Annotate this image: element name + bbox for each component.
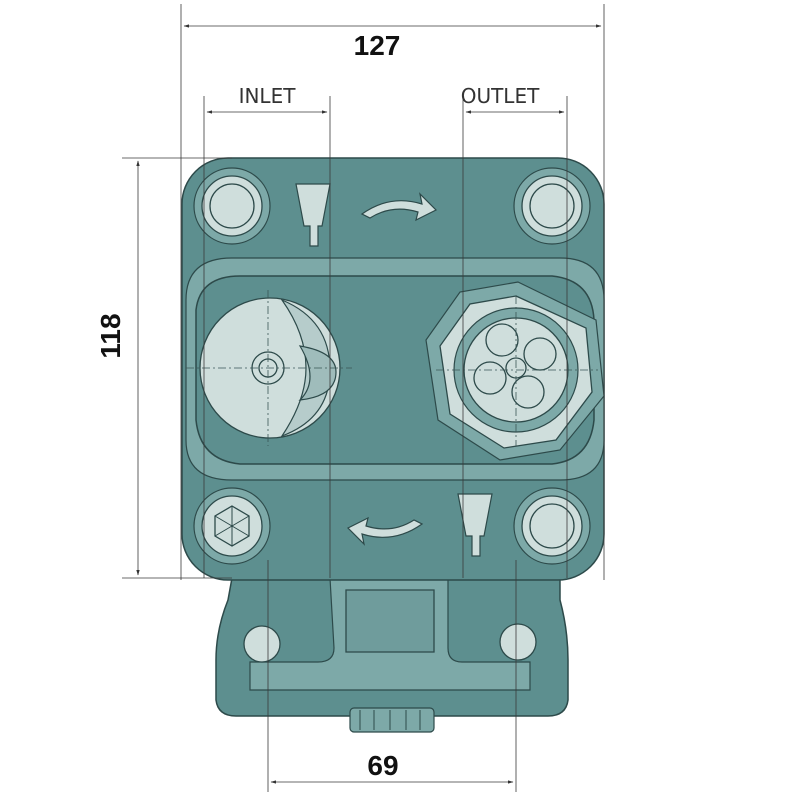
outlet-port: [425, 281, 605, 461]
bolt-bottom-right: [513, 487, 591, 565]
drive-shaft: [349, 707, 435, 733]
outlet-bore-1: [485, 323, 519, 357]
outlet-bore-2: [523, 337, 557, 371]
dimension-height-label: 118: [95, 313, 126, 358]
dimension-lines: [122, 4, 605, 792]
bolt-top-right: [513, 167, 591, 245]
oil-funnel-icon: [457, 493, 493, 557]
flange-hole-right: [499, 623, 537, 661]
dimension-width-label: 127: [354, 30, 401, 61]
outlet-bore-3: [473, 361, 507, 395]
flange-hole-left: [243, 625, 281, 663]
oil-funnel-icon: [295, 183, 331, 247]
outlet-bore-4: [511, 375, 545, 409]
rotation-arrow-icon: [360, 192, 438, 222]
bolt-bottom-left: [193, 487, 271, 565]
inlet-label: INLET: [239, 84, 297, 108]
flange-slot: [345, 589, 435, 653]
dimension-bottom-label: 69: [367, 750, 398, 781]
bolt-top-left: [193, 167, 271, 245]
outlet-label: OUTLET: [461, 84, 540, 108]
rotation-arrow-icon: [346, 516, 424, 546]
